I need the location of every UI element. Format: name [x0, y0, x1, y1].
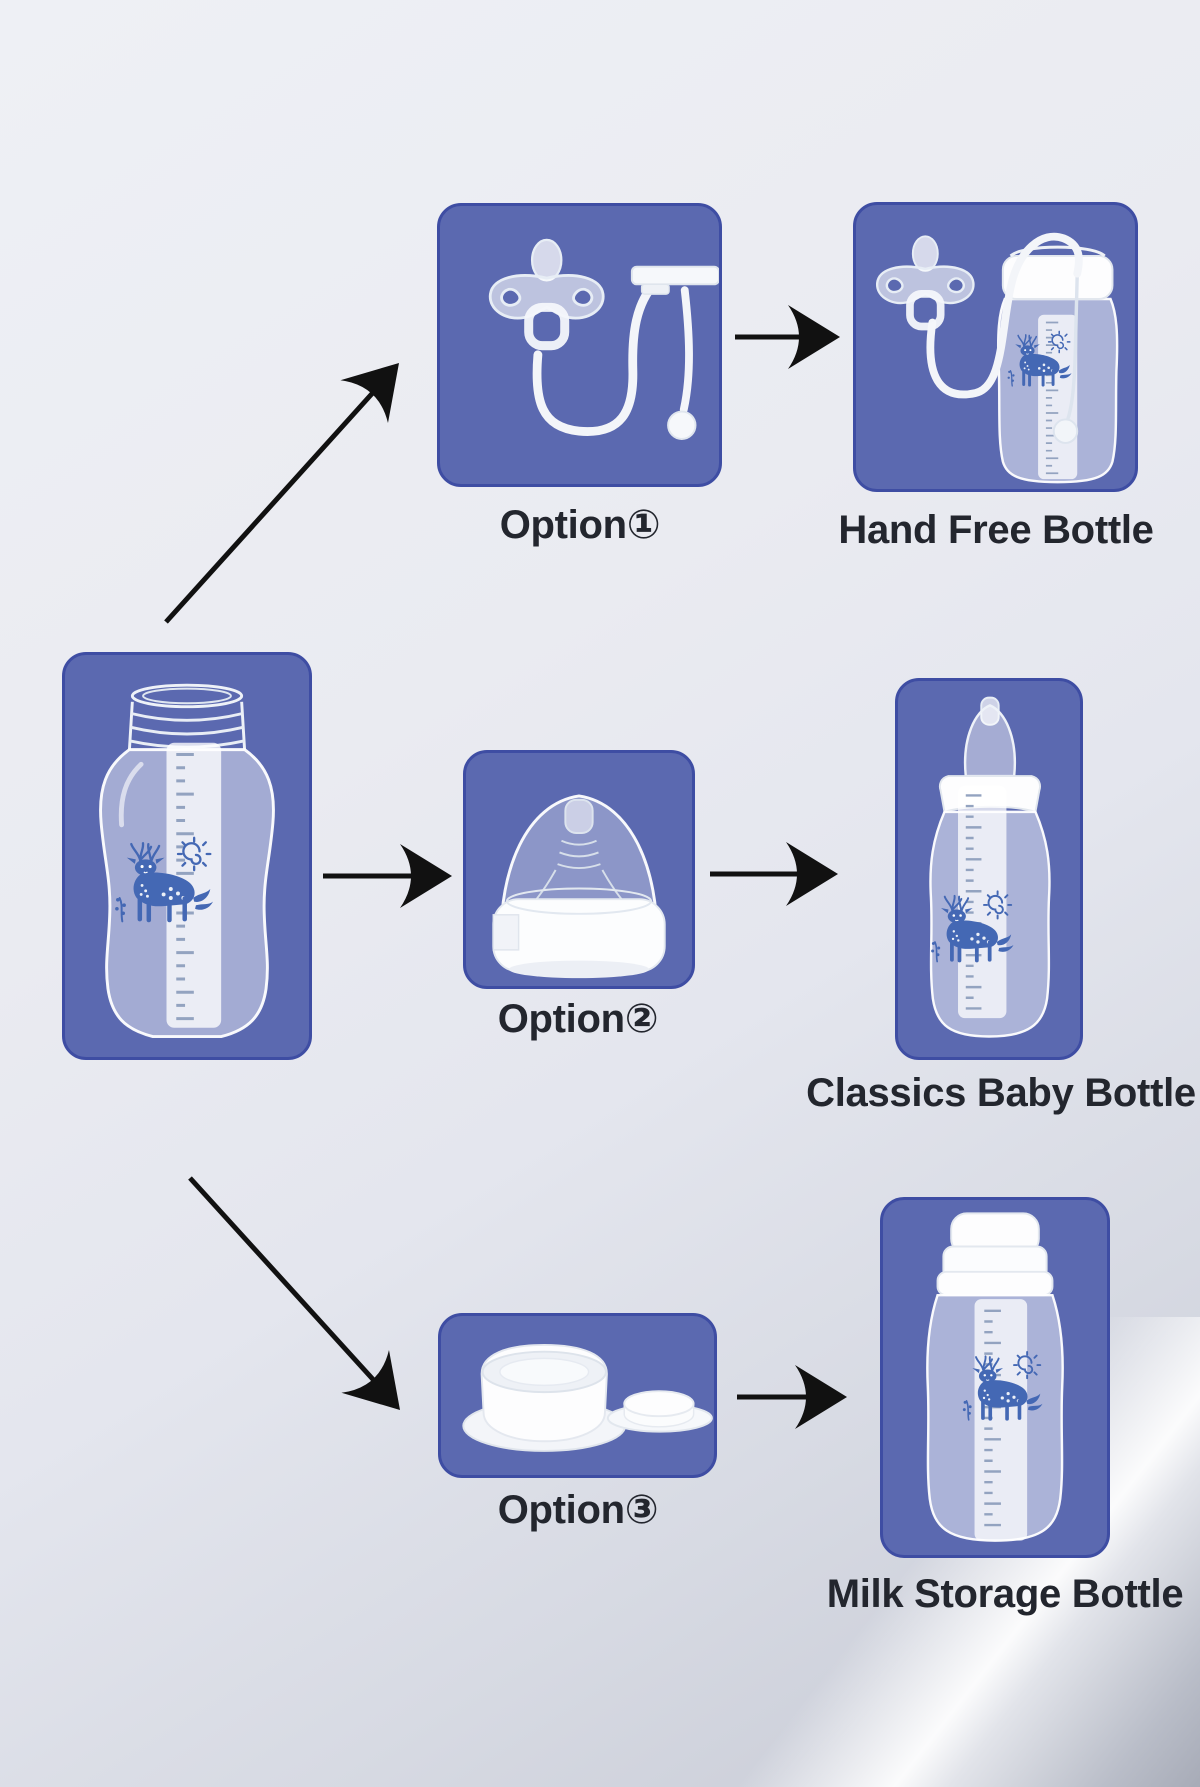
arrow-option2-to-classics — [710, 842, 838, 906]
option2-label: Option② — [497, 997, 659, 1041]
classics-baby-bottle-card — [895, 678, 1083, 1060]
option3-label: Option③ — [497, 1488, 659, 1532]
milk-storage-bottle-label: Milk Storage Bottle — [826, 1572, 1184, 1616]
arrow-source-to-option1 — [164, 363, 399, 624]
arrow-source-to-option2 — [323, 844, 452, 908]
option3-card — [438, 1313, 717, 1478]
option2-card — [463, 750, 695, 989]
wide-neck-nipple-image — [492, 794, 666, 979]
classics-baby-bottle-label: Classics Baby Bottle — [806, 1071, 1196, 1115]
milk-storage-bottle-card — [880, 1197, 1110, 1558]
arrow-option3-to-milk — [737, 1365, 847, 1429]
option1-label: Option① — [499, 503, 661, 547]
classics-baby-bottle-image — [929, 696, 1051, 1038]
source-bottle-card — [62, 652, 312, 1060]
hand-free-bottle-label: Hand Free Bottle — [838, 508, 1154, 552]
hand-free-bottle-image — [856, 205, 1119, 484]
arrow-option1-to-handfree — [735, 305, 840, 369]
arrow-source-to-option3 — [188, 1176, 400, 1410]
hand-free-bottle-card — [853, 202, 1138, 492]
option1-card — [437, 203, 722, 487]
milk-storage-bottle-image — [926, 1212, 1064, 1542]
sealing-lid-set-image — [462, 1343, 713, 1452]
pacifier-with-feeding-tube-image — [440, 206, 719, 440]
wide-neck-glass-bottle-image — [99, 683, 275, 1039]
